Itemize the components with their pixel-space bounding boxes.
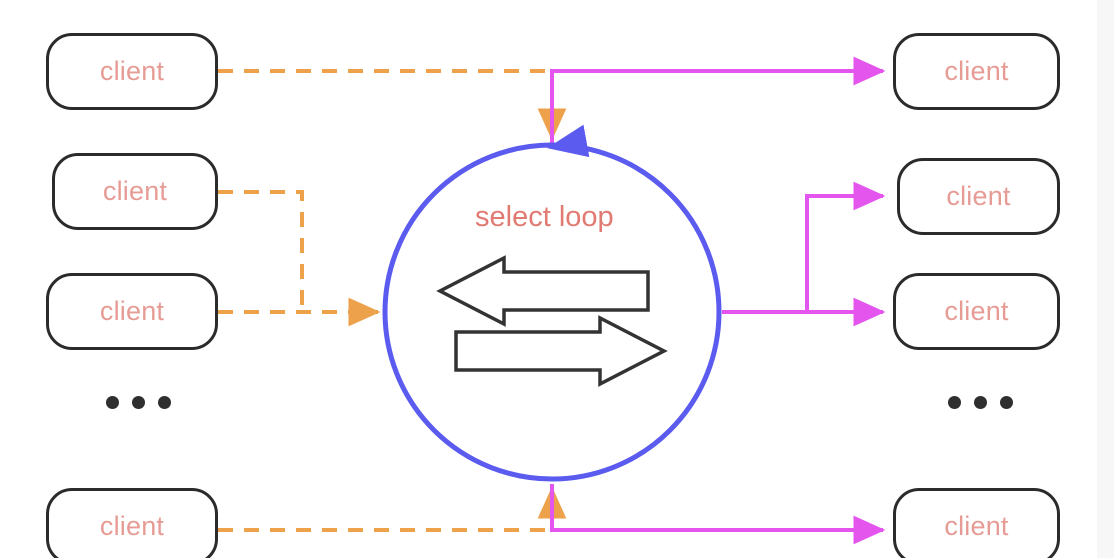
ellipsis-dot <box>132 396 145 409</box>
client-label: client <box>944 296 1009 326</box>
client-node-right-4[interactable]: client <box>893 488 1060 558</box>
client-node-right-2[interactable]: client <box>897 158 1060 235</box>
client-node-right-1[interactable]: client <box>893 33 1060 110</box>
client-node-left-1[interactable]: client <box>46 33 218 110</box>
outbound-block-arrow-icon <box>454 315 668 387</box>
edge-client4-to-loop <box>218 486 567 532</box>
client-label: client <box>102 176 168 206</box>
right-gutter-strip <box>1097 0 1114 558</box>
inbound-block-arrow-icon <box>436 255 650 327</box>
client-node-left-3[interactable]: client <box>46 273 218 350</box>
ellipsis-dot <box>948 396 961 409</box>
edge-loop-to-client-r2 <box>722 181 886 314</box>
loop-entry-arrowhead <box>547 124 590 158</box>
client-label: client <box>99 511 165 541</box>
right-ellipsis <box>948 396 1013 409</box>
edge-client1-to-loop <box>218 69 567 141</box>
edge-loop-to-client-r4 <box>550 484 886 545</box>
ellipsis-dot <box>106 396 119 409</box>
client-label: client <box>99 296 165 326</box>
response-edges <box>550 56 886 545</box>
ellipsis-dot <box>158 396 171 409</box>
client-label: client <box>946 181 1011 211</box>
select-loop-label: select loop <box>475 201 614 233</box>
client-label: client <box>944 56 1009 86</box>
left-ellipsis <box>106 396 171 409</box>
client-label: client <box>99 56 165 86</box>
select-loop-circle <box>382 142 722 482</box>
client-node-right-3[interactable]: client <box>893 273 1060 350</box>
client-label: client <box>944 511 1009 541</box>
edge-client2-to-merge <box>218 190 304 312</box>
ellipsis-dot <box>974 396 987 409</box>
client-node-left-2[interactable]: client <box>52 153 218 230</box>
edge-loop-to-client-r1 <box>550 56 886 143</box>
ellipsis-dot <box>1000 396 1013 409</box>
client-node-left-4[interactable]: client <box>46 488 218 558</box>
